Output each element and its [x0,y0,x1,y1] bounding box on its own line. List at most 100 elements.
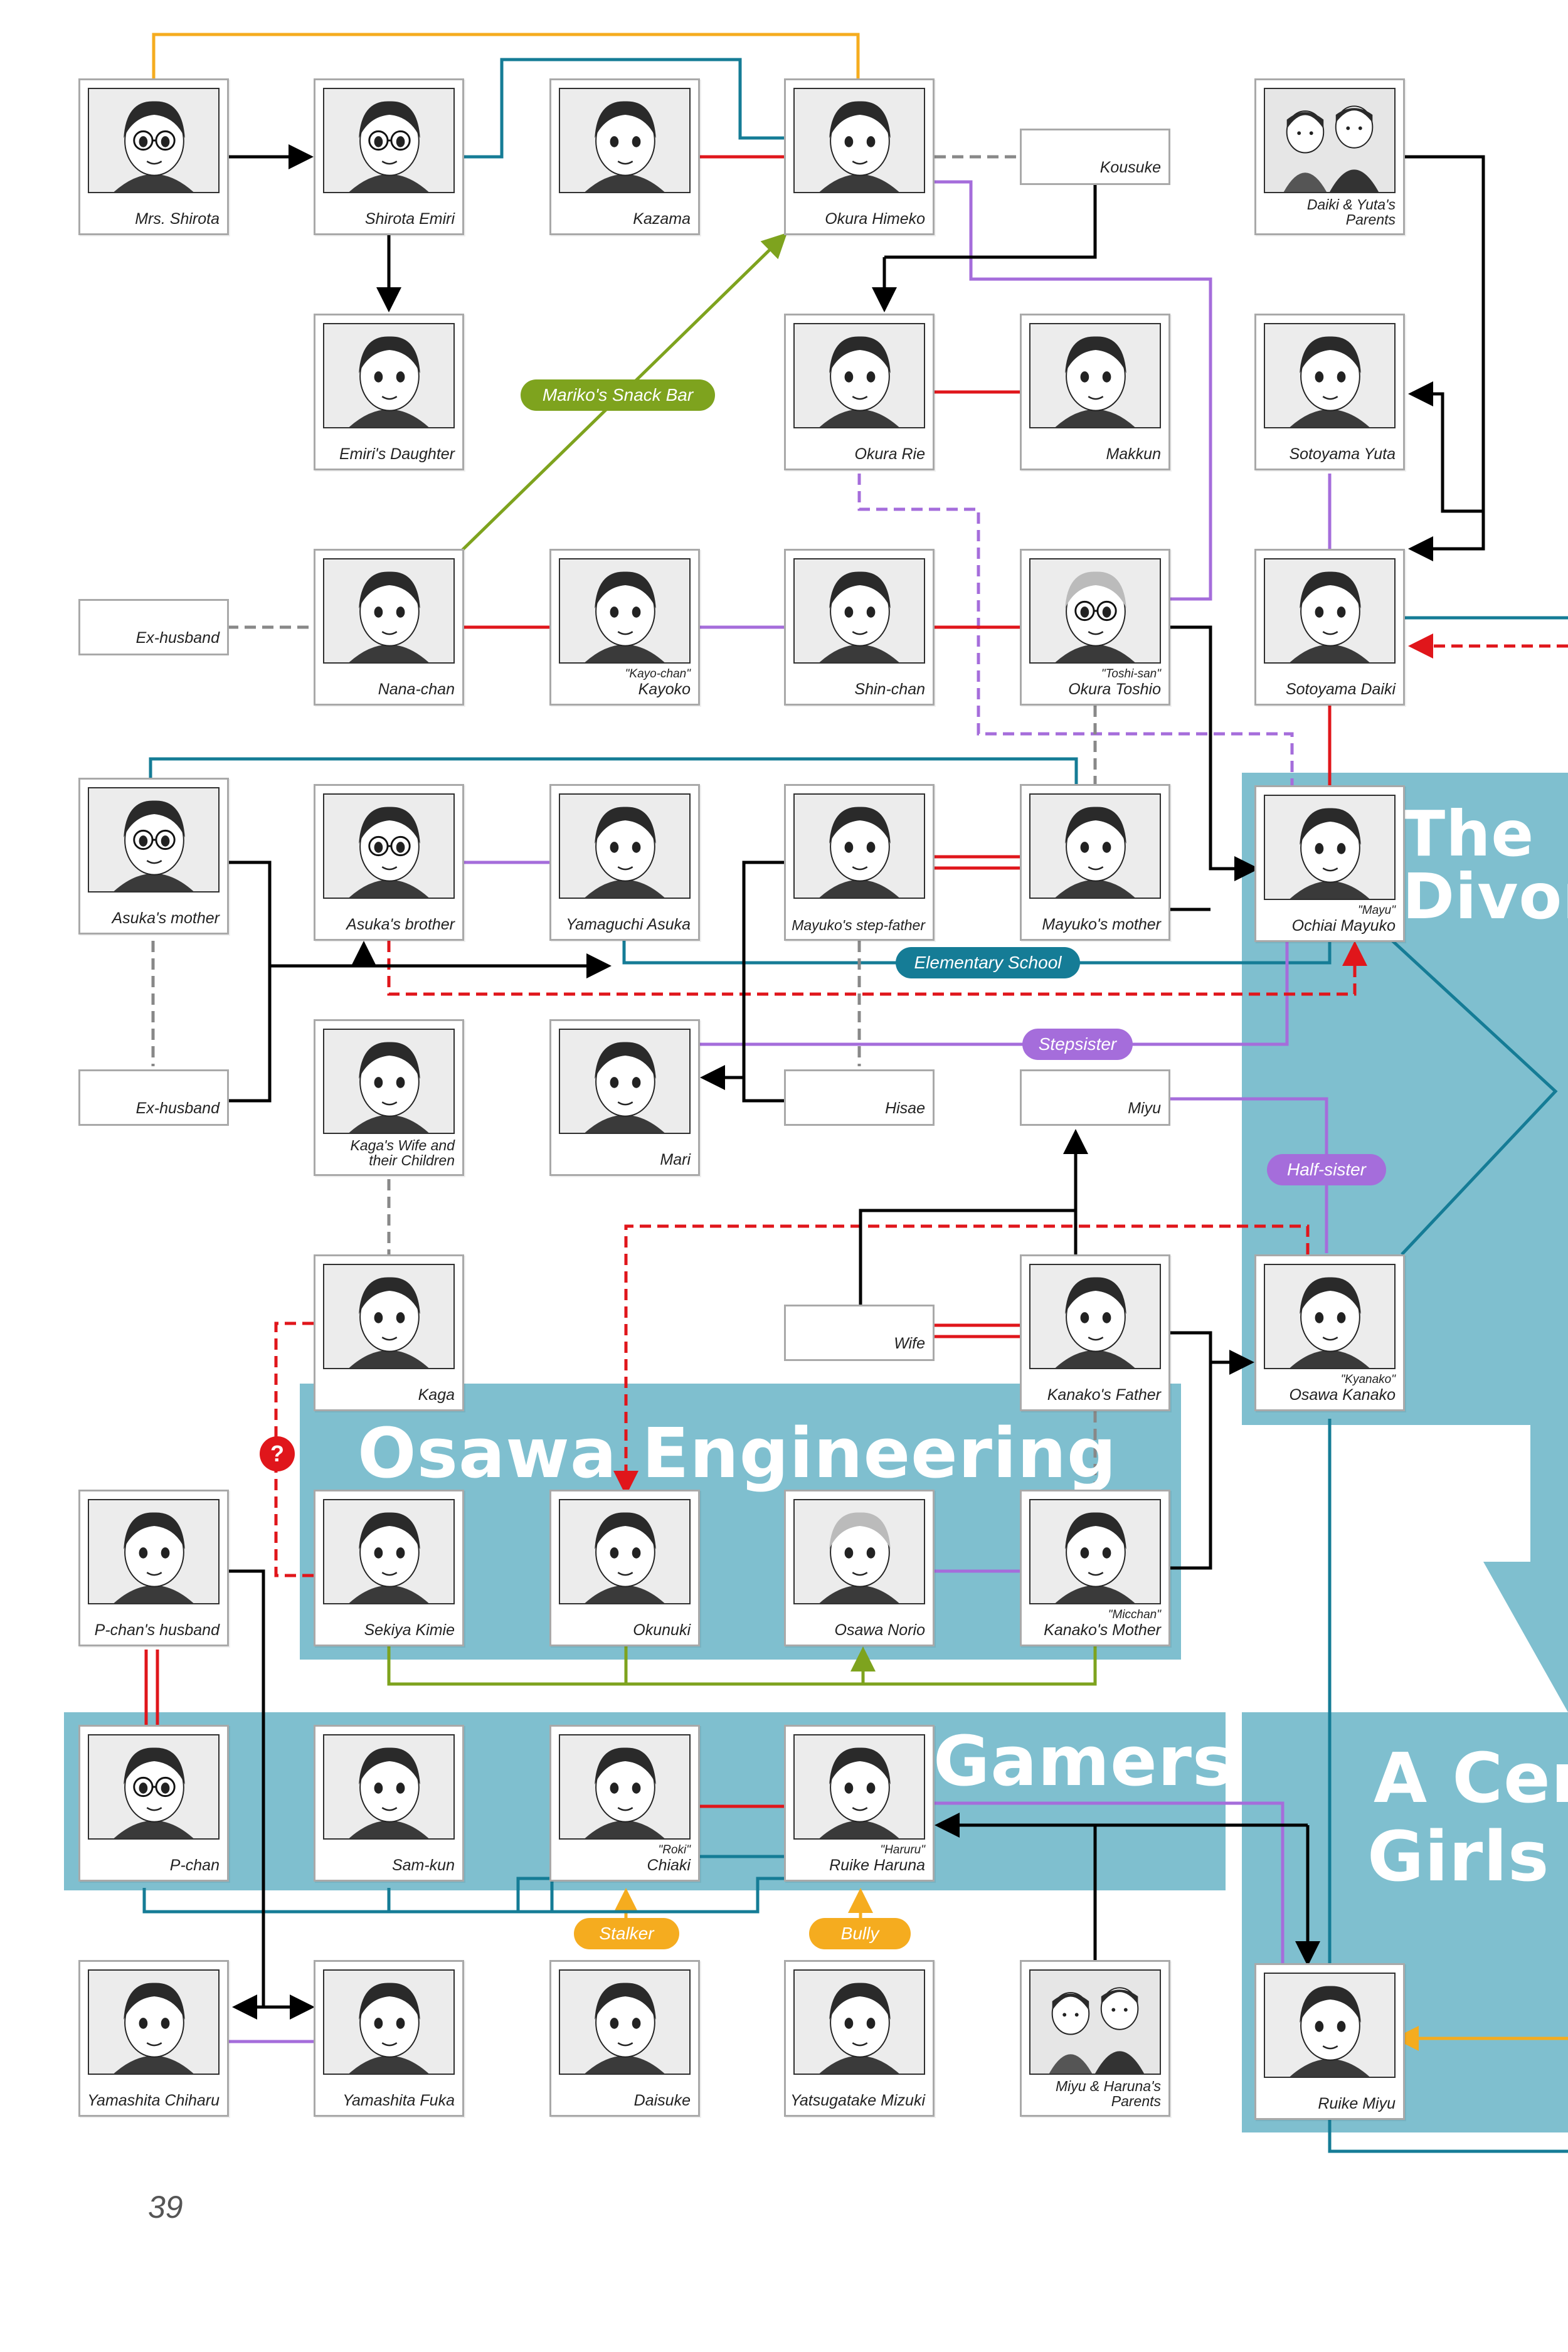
man-portrait [793,793,925,899]
character-name: Kayoko [638,680,691,698]
woman-portrait [323,1029,455,1134]
card-kousuke: Kousuke [1020,129,1170,185]
card-kanakos-mother: "Micchan"Kanako's Mother [1020,1490,1170,1646]
woman-portrait [559,1029,691,1134]
card-mari: Mari [549,1019,700,1176]
card-daiki-yuta-parents: Daiki & Yuta's Parents [1254,78,1405,235]
stalker-label: Stalker [574,1918,679,1949]
character-name: Asuka's brother [346,915,455,933]
woman-portrait [1029,793,1161,899]
card-chiaki: "Roki"Chiaki [549,1725,700,1882]
boy-portrait [323,1734,455,1840]
card-shin-chan: Shin-chan [784,549,935,706]
gamers-group-title: Gamers [933,1721,1234,1801]
card-kanakos-father: Kanako's Father [1020,1254,1170,1411]
character-name: Mrs. Shirota [135,209,220,228]
card-wife: Wife [784,1305,935,1361]
character-nickname: "Mayu" [1358,904,1396,917]
card-ex-husband-2: Ex-husband [78,1069,229,1126]
card-mrs-shirota: Mrs. Shirota [78,78,229,235]
girl-portrait [323,1969,455,2075]
character-name: Makkun [1106,445,1161,463]
card-sam-kun: Sam-kun [314,1725,464,1882]
character-name: Kanako's Mother [1044,1621,1161,1639]
girl-portrait [323,323,455,428]
card-sekiya-kimie: Sekiya Kimie [314,1490,464,1646]
woman-glasses-portrait [88,1734,220,1840]
card-asukas-mother: Asuka's mother [78,778,229,935]
card-okura-toshio: "Toshi-san"Okura Toshio [1020,549,1170,706]
boy-glasses-portrait [323,793,455,899]
character-name: Daiki & Yuta's Parents [1306,196,1396,228]
character-name: Kaga [418,1385,455,1404]
card-sotoyama-yuta: Sotoyama Yuta [1254,314,1405,470]
character-name: Nana-chan [378,680,455,698]
character-name: Daisuke [633,2091,691,2109]
unknown-relation-badge: ? [260,1436,295,1471]
card-daisuke: Daisuke [549,1960,700,2117]
character-name: Sotoyama Daiki [1285,680,1396,698]
character-name: Kanako's Father [1047,1385,1161,1404]
character-name: P-chan's husband [94,1621,220,1639]
card-ruike-haruna: "Haruru"Ruike Haruna [784,1725,935,1882]
woman-glasses-portrait [88,787,220,893]
card-ruike-miyu: Ruike Miyu [1254,1963,1405,2120]
character-name: Asuka's mother [112,909,220,927]
card-kaga: Kaga [314,1254,464,1411]
girl-portrait [559,793,691,899]
man-portrait [1029,1264,1161,1369]
character-nickname: "Haruru" [880,1843,925,1857]
character-nickname: "Kayo-chan" [625,667,691,681]
character-name: Yamashita Chiharu [87,2091,220,2109]
card-mayukos-stepfather: Mayuko's step-father [784,784,935,941]
character-name: Chiaki [647,1856,691,1874]
character-nickname: "Micchan" [1108,1608,1161,1621]
page-number: 39 [148,2190,183,2225]
man-portrait [88,1499,220,1604]
character-name: Sotoyama Yuta [1289,445,1396,463]
character-nickname: "Roki" [658,1843,691,1857]
card-pchans-husband: P-chan's husband [78,1490,229,1646]
card-makkun: Makkun [1020,314,1170,470]
character-nickname: "Toshi-san" [1101,667,1161,681]
man-portrait [559,88,691,193]
card-yamashita-fuka: Yamashita Fuka [314,1960,464,2117]
character-name: Emiri's Daughter [339,445,455,463]
girl-portrait [1264,1973,1396,2078]
old-man-glasses-portrait [1029,558,1161,664]
card-miyu-blank: Miyu [1020,1069,1170,1126]
girl-portrait [1264,1264,1396,1369]
character-name: Shirota Emiri [364,209,455,228]
card-okura-himeko: Okura Himeko [784,78,935,235]
card-shirota-emiri: Shirota Emiri [314,78,464,235]
card-hisae: Hisae [784,1069,935,1126]
character-name: Okura Rie [854,445,925,463]
card-asukas-brother: Asuka's brother [314,784,464,941]
character-name: Shin-chan [854,680,925,698]
card-kayoko: "Kayo-chan"Kayoko [549,549,700,706]
character-nickname: "Kyanako" [1340,1373,1396,1386]
marikos-snack-bar-label: Mariko's Snack Bar [521,379,715,411]
woman-portrait [323,1499,455,1604]
man-portrait [323,1264,455,1369]
girl-portrait [793,1969,925,2075]
character-name: Sam-kun [391,1856,455,1874]
woman-glasses-portrait [323,88,455,193]
boy-portrait [1264,558,1396,664]
century-group-title-line2: Girls [1367,1816,1550,1897]
boy-portrait [1029,323,1161,428]
character-name: Mayuko's mother [1042,915,1161,933]
divorce-group-title: The Divor [1402,797,1568,933]
old-man-portrait [793,1499,925,1604]
woman-glasses-portrait [88,88,220,193]
boy-portrait [793,558,925,664]
elementary-school-label: Elementary School [896,947,1080,978]
girl-portrait [793,323,925,428]
character-name: Ex-husband [135,629,220,647]
card-mayukos-mother: Mayuko's mother [1020,784,1170,941]
character-name: Okunuki [633,1621,691,1639]
card-sotoyama-daiki: Sotoyama Daiki [1254,549,1405,706]
card-ex-husband-1: Ex-husband [78,599,229,655]
woman-portrait [559,1734,691,1840]
